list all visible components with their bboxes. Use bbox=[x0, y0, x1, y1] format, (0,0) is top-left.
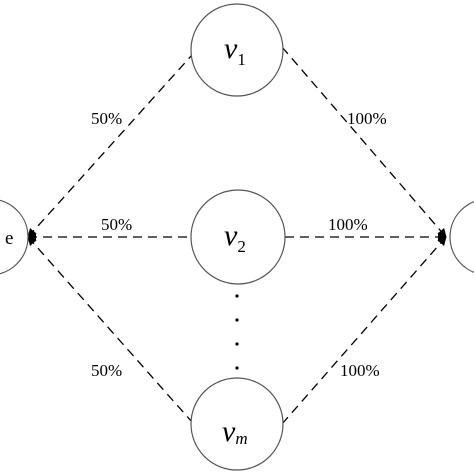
node-left bbox=[0, 199, 29, 275]
node-v1-label: v1 bbox=[224, 32, 246, 69]
edge-left-v1 bbox=[27, 54, 193, 238]
edge-left-vm bbox=[27, 236, 193, 423]
edge-v1-right bbox=[281, 46, 447, 238]
label-v2-right: 100% bbox=[328, 215, 368, 234]
node-v1-symbol: v bbox=[224, 32, 238, 65]
node-v2 bbox=[190, 189, 286, 285]
label-left-vm: 50% bbox=[91, 361, 122, 380]
node-right bbox=[449, 201, 474, 273]
node-v2-symbol: v bbox=[224, 219, 238, 252]
node-left-label: e bbox=[5, 228, 13, 249]
node-vm-symbol: v bbox=[222, 415, 236, 448]
node-v1 bbox=[190, 3, 284, 97]
label-v1-right: 100% bbox=[347, 109, 387, 128]
edge-vm-right bbox=[281, 236, 447, 425]
node-v2-subscript: 2 bbox=[237, 237, 246, 256]
label-left-v2: 50% bbox=[101, 215, 132, 234]
node-vm-subscript: m bbox=[235, 429, 247, 448]
label-left-v1: 50% bbox=[91, 109, 122, 128]
node-vm bbox=[190, 377, 284, 471]
node-vm-label: vm bbox=[222, 415, 248, 448]
node-v2-label: v2 bbox=[224, 219, 246, 256]
node-v1-subscript: 1 bbox=[237, 50, 246, 69]
label-vm-right: 100% bbox=[340, 361, 380, 380]
vertical-ellipsis bbox=[235, 294, 239, 370]
